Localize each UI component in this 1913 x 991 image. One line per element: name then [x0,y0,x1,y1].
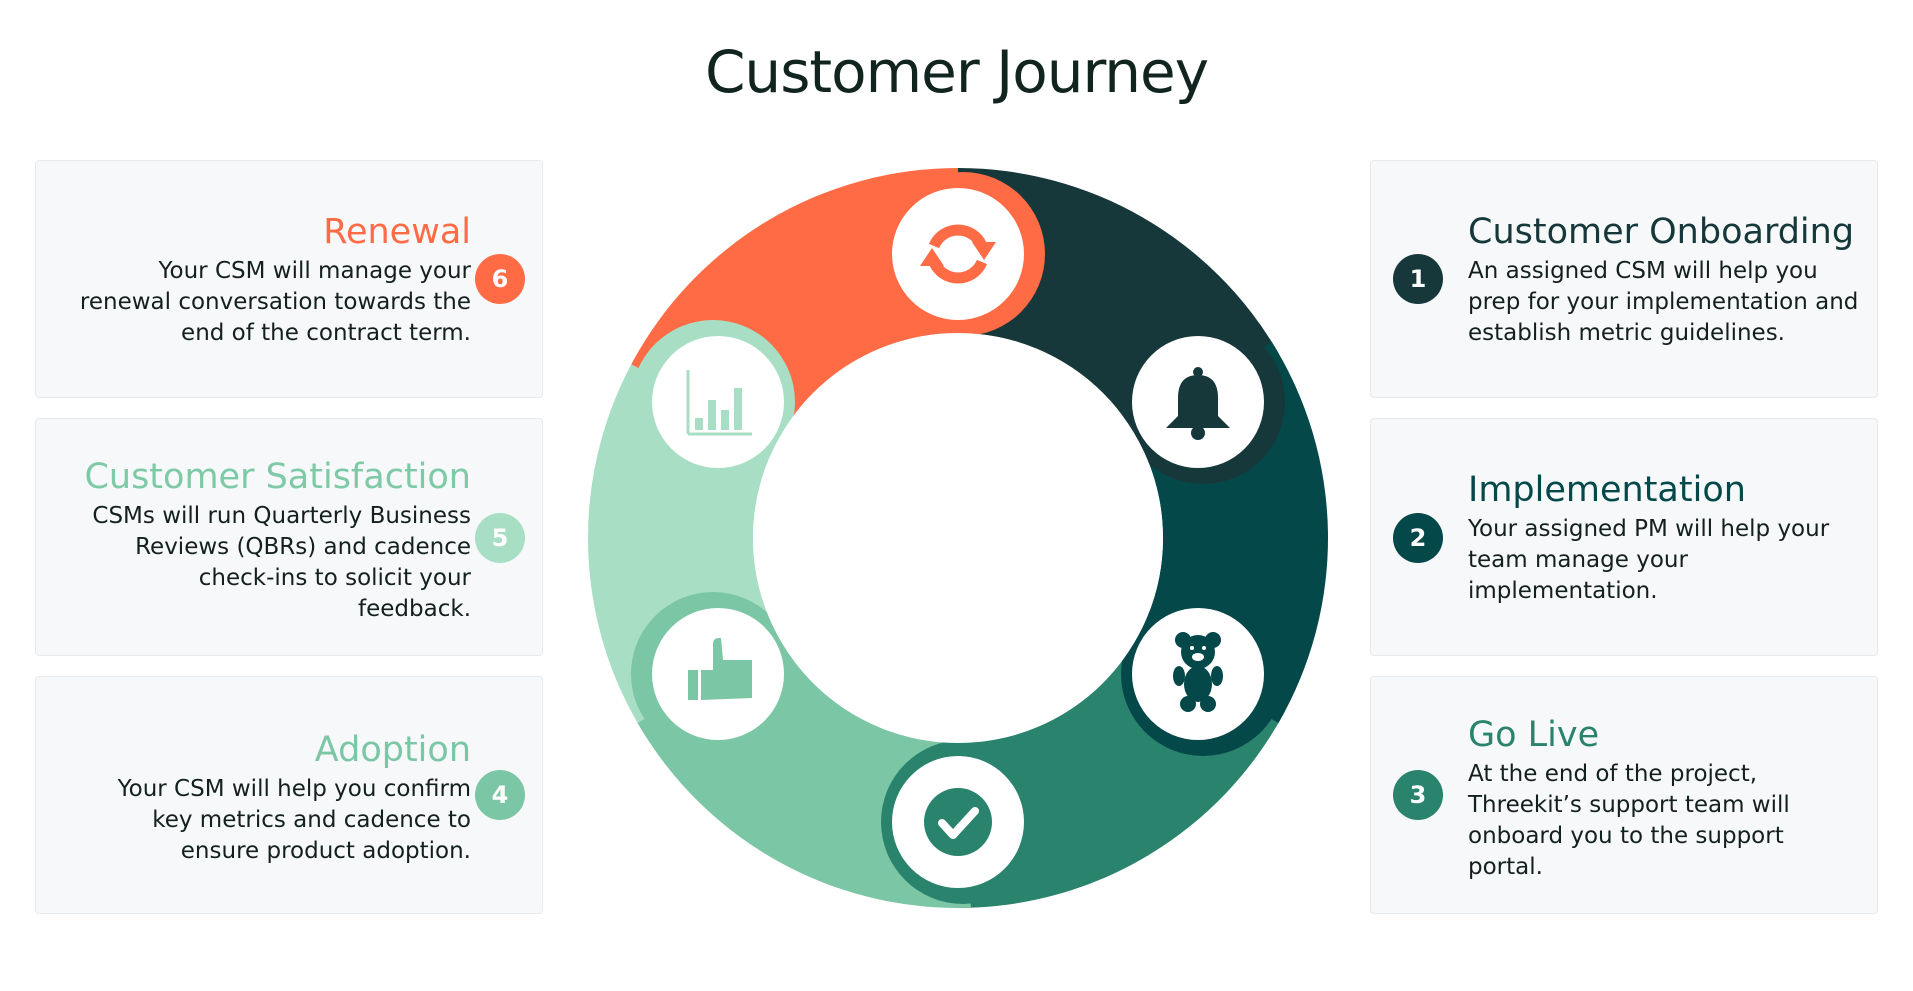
card-renewal: Renewal Your CSM will manage your renewa… [35,160,543,398]
step-title: Customer Satisfaction [84,457,471,497]
card-implementation: Implementation Your assigned PM will hel… [1370,418,1878,656]
step-description: An assigned CSM will help you prep for y… [1468,258,1859,346]
bar-chart-icon [652,336,784,468]
step-title: Adoption [314,730,471,770]
step-number-badge: 1 [1393,254,1443,304]
card-customer-onboarding: Customer Onboarding An assigned CSM will… [1370,160,1878,398]
step-number-badge: 2 [1393,513,1443,563]
step-description: Your CSM will manage your renewal conver… [79,258,471,346]
step-number-badge: 4 [475,770,525,820]
journey-wheel [588,168,1328,908]
step-number-badge: 3 [1393,770,1443,820]
bell-icon [1132,336,1264,468]
step-title: Go Live [1468,715,1600,755]
step-description: CSMs will run Quarterly Business Reviews… [92,503,471,622]
step-description: At the end of the project, Threekit’s su… [1468,761,1790,880]
teddy-bear-icon [1132,608,1264,740]
step-title: Implementation [1468,470,1746,510]
card-go-live: Go Live At the end of the project, Three… [1370,676,1878,914]
step-description: Your CSM will help you confirm key metri… [117,776,471,864]
card-adoption: Adoption Your CSM will help you confirm … [35,676,543,914]
checkmark-icon [892,756,1024,888]
card-customer-satisfaction: Customer Satisfaction CSMs will run Quar… [35,418,543,656]
step-description: Your assigned PM will help your team man… [1468,516,1830,604]
thumbs-up-icon [652,608,784,740]
refresh-icon [892,188,1024,320]
step-title: Customer Onboarding [1468,212,1855,252]
step-title: Renewal [323,212,471,252]
page-title: Customer Journey [704,38,1209,106]
ring-center [753,333,1163,743]
step-number-badge: 6 [475,254,525,304]
step-number-badge: 5 [475,513,525,563]
